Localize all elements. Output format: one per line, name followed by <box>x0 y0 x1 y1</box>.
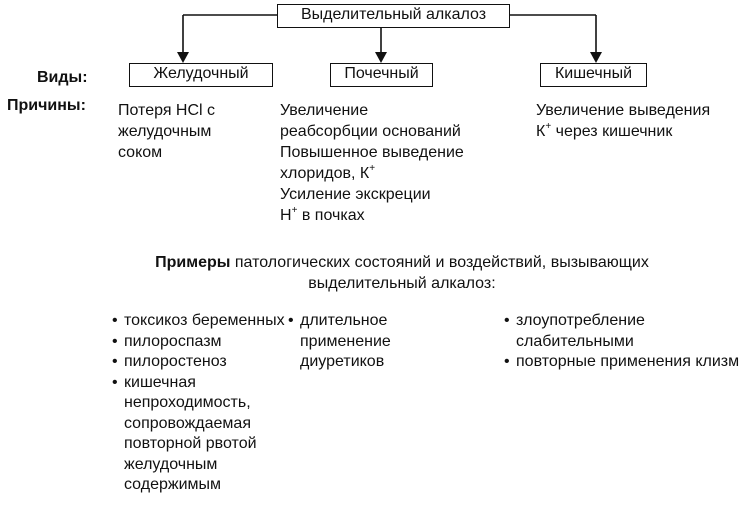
list-item: пилоростеноз <box>112 352 288 373</box>
cause-renal: Увеличение реабсорбции оснований Повышен… <box>280 102 464 224</box>
list-item: злоупотребление слабительными <box>504 311 744 352</box>
type-box-intestinal: Кишечный <box>540 63 647 87</box>
list-item: длительное применение диуретиков <box>288 311 428 373</box>
list-item: токсикоз беременных <box>112 311 288 332</box>
examples-col-2: длительное применение диуретиков <box>288 311 428 373</box>
title-text: Выделительный алкалоз <box>300 6 487 23</box>
examples-col-1: токсикоз беременных пилороспазм пилорост… <box>112 311 288 496</box>
causes-label: Причины: <box>7 97 86 114</box>
arrowhead-intestinal <box>590 52 602 63</box>
arrowhead-renal <box>375 52 387 63</box>
list-item: кишечная непроходимость, сопровождаемая … <box>112 373 288 496</box>
type-box-gastric: Желудочный <box>129 63 273 87</box>
title-box: Выделительный алкалоз <box>277 4 510 28</box>
type-box-renal: Почечный <box>330 63 433 87</box>
cause-intestinal: Увеличение выведения К+ через кишечник <box>536 102 711 140</box>
examples-title: Примеры патологических состояний и возде… <box>155 254 649 292</box>
examples-col-3: злоупотребление слабительными повторные … <box>504 311 744 373</box>
list-item: пилороспазм <box>112 332 288 353</box>
list-item: повторные применения клизм <box>504 352 744 373</box>
types-label: Виды: <box>37 69 88 86</box>
cause-gastric: Потеря HCl с желудочным соком <box>118 102 216 161</box>
arrowhead-gastric <box>177 52 189 63</box>
